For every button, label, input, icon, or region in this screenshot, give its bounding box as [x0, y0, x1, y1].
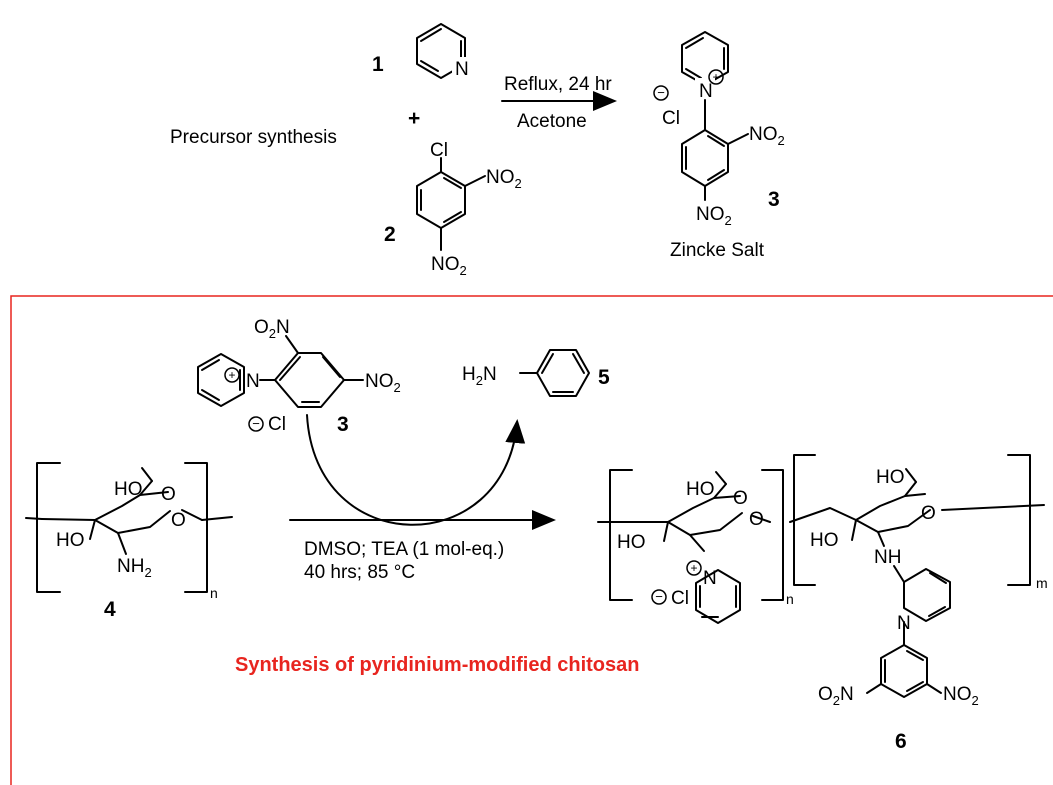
reagent-minus-charge: −: [252, 416, 260, 431]
compound-4-number: 4: [104, 598, 116, 621]
plus-sign: +: [408, 107, 420, 130]
svg-text:NO2: NO2: [696, 204, 732, 228]
aniline-structure: [519, 349, 590, 397]
zincke-nitro-label-2: NO: [696, 204, 725, 225]
product-ho-a: HO: [686, 479, 715, 500]
zincke-reagent-structure: [197, 335, 364, 432]
precursor-synthesis-label: Precursor synthesis: [170, 127, 337, 148]
zincke-minus-charge: −: [657, 85, 665, 100]
compound-3-number: 3: [768, 188, 780, 211]
reagent-plus-charge: +: [228, 368, 235, 382]
zincke-salt-structure: [653, 31, 749, 201]
reagent-nitro-label: NO: [365, 371, 394, 392]
product-nitro-subscript: 2: [972, 693, 979, 708]
chitosan-nh2-subscript: 2: [144, 565, 151, 580]
zincke-nitro-label: NO: [749, 124, 778, 145]
product-plus-charge: +: [690, 561, 697, 575]
product-ho-d: HO: [810, 530, 839, 551]
product-nitro-label: NO: [943, 684, 972, 705]
svg-text:NO2: NO2: [749, 124, 785, 148]
product-repeat-m: m: [1036, 575, 1048, 591]
compound-6-number: 6: [895, 730, 907, 753]
reagent-n-atom: N: [246, 371, 260, 392]
product-o2n-n: N: [840, 684, 854, 705]
aniline-h: H: [462, 364, 476, 385]
svg-text:NO2: NO2: [943, 684, 979, 708]
product-ho-b: HO: [617, 532, 646, 553]
reagent-o2n-o: O: [254, 317, 269, 338]
chloro-atom: Cl: [430, 140, 448, 161]
top-arrow-solvent: Acetone: [517, 111, 587, 132]
svg-text:NO2: NO2: [431, 254, 467, 278]
curved-arrow: [306, 414, 526, 526]
main-arrow-conditions-line1: DMSO; TEA (1 mol-eq.): [304, 539, 504, 560]
chitosan-nh2: NH: [117, 556, 144, 577]
product-ho-c: HO: [876, 467, 905, 488]
aniline-h-subscript: 2: [476, 373, 483, 388]
chitosan-ring-oxygen: O: [161, 484, 176, 505]
chlorodinitrobenzene-structure: [416, 157, 486, 251]
nitro-subscript: 2: [515, 176, 522, 191]
compound-1-number: 1: [372, 53, 384, 76]
compound-2-number: 2: [384, 223, 396, 246]
chitosan-structure: [25, 462, 233, 593]
synthesis-caption: Synthesis of pyridinium-modified chitosa…: [235, 654, 639, 676]
product-dihydropyridine-n: N: [897, 613, 911, 634]
svg-text:NO2: NO2: [365, 371, 401, 395]
nitro-group-label-2: NO: [431, 254, 460, 275]
pyridine-structure: N: [416, 23, 472, 80]
modified-chitosan-structure: [597, 454, 1045, 698]
svg-text:NH2: NH2: [117, 556, 152, 580]
reagent-compound-number: 3: [337, 413, 349, 436]
product-nh: NH: [874, 547, 901, 568]
top-arrow-conditions: Reflux, 24 hr: [504, 74, 612, 95]
svg-text:O2N: O2N: [818, 684, 854, 708]
compound-5-number: 5: [598, 366, 610, 389]
chitosan-ho-top: HO: [114, 479, 143, 500]
chitosan-repeat-n: n: [210, 585, 218, 601]
nitro-subscript-2: 2: [460, 263, 467, 278]
product-pyridinium-n: N: [703, 568, 717, 589]
zincke-plus-charge: +: [712, 70, 719, 84]
reagent-o2n-subscript: 2: [269, 326, 276, 341]
zincke-salt-name: Zincke Salt: [670, 240, 765, 261]
zincke-nitro-subscript-2: 2: [725, 213, 732, 228]
product-repeat-n: n: [786, 591, 794, 607]
product-o2n-o: O: [818, 684, 833, 705]
pyridine-n-atom: N: [455, 59, 469, 80]
zincke-nitro-subscript: 2: [778, 133, 785, 148]
reagent-chloride: Cl: [268, 414, 286, 435]
product-chloride: Cl: [671, 588, 689, 609]
reagent-nitro-subscript: 2: [394, 380, 401, 395]
zincke-n-atom: N: [699, 81, 713, 102]
svg-text:O2N: O2N: [254, 317, 290, 341]
product-minus-charge: −: [655, 589, 663, 604]
product-ring-oxygen-b: O: [921, 503, 936, 524]
product-ring-oxygen-a: O: [733, 488, 748, 509]
svg-text:NO2: NO2: [486, 167, 522, 191]
product-o2n-subscript: 2: [833, 693, 840, 708]
main-arrow-conditions-line2: 40 hrs; 85 °C: [304, 562, 415, 583]
chitosan-ho-left: HO: [56, 530, 85, 551]
nitro-group-label: NO: [486, 167, 515, 188]
chitosan-link-oxygen: O: [171, 510, 186, 531]
synthesis-box-border: [10, 295, 1053, 785]
zincke-chloride: Cl: [662, 108, 680, 129]
svg-text:H2N: H2N: [462, 364, 497, 388]
reagent-o2n-n: N: [276, 317, 290, 338]
product-link-oxygen: O: [749, 509, 764, 530]
aniline-n: N: [483, 364, 497, 385]
